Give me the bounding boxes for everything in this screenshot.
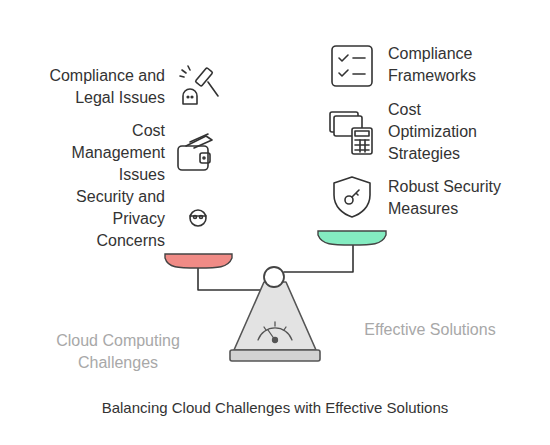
balance-beam [284,245,353,272]
balance-beam [198,268,264,290]
checklist-icon [332,46,372,86]
balance-base [234,282,316,350]
challenge-label: Security and Privacy Concerns [65,186,165,252]
caption: Balancing Cloud Challenges with Effectiv… [15,397,535,419]
solution-label: Robust Security Measures [388,176,513,220]
gavel-icon [180,66,218,104]
cost-optimization-icon [330,112,372,154]
solution-pan [318,231,386,245]
shield-icon [334,177,370,217]
gauge [258,322,292,343]
challenge-label: Cost Management Issues [65,120,165,186]
pivot [264,267,284,287]
group-label: Cloud Computing Challenges [38,330,198,374]
challenge-pan [165,254,232,268]
challenge-label: Compliance and Legal Issues [40,65,165,109]
privacy-icon [190,210,206,226]
solution-label: Cost Optimization Strategies [388,99,488,165]
solution-label: Compliance Frameworks [388,43,488,87]
group-label: Effective Solutions [340,319,520,341]
balance-base [230,350,320,361]
wallet-icon [178,134,212,170]
